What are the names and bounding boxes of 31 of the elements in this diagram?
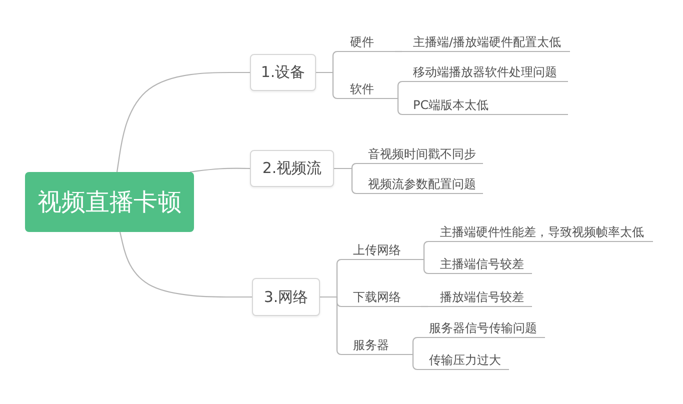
connector-line <box>395 50 402 52</box>
connector-line <box>394 98 403 116</box>
connector-line <box>409 354 418 370</box>
topic-box: 1.设备 <box>250 54 316 91</box>
subtopic-label: 硬件 <box>337 32 395 52</box>
connector-line <box>119 232 252 298</box>
connector-line <box>421 240 429 260</box>
connector-line <box>316 72 338 100</box>
connector-line <box>320 296 342 356</box>
subtopic-label: 视频流参数配置问题 <box>356 174 483 194</box>
connector-line <box>116 72 250 172</box>
subtopic-label: 音视频时间戳不同步 <box>356 144 483 164</box>
connector-line <box>421 258 429 274</box>
topic-box: 2.视频流 <box>250 150 334 187</box>
subtopic-label: 下载网络 <box>341 287 421 307</box>
connector-line <box>421 306 428 308</box>
subtopic-label: 播放端信号较差 <box>428 287 532 307</box>
subtopic-label: 服务器信号传输问题 <box>417 318 545 338</box>
connector-line <box>190 168 250 173</box>
subtopic-label: 上传网络 <box>341 240 421 260</box>
topic-box: 3.网络 <box>252 278 320 316</box>
subtopic-label: 软件 <box>337 79 394 99</box>
subtopic-label: 主播端/播放端硬件配置太低 <box>402 32 570 52</box>
central-topic-box: 视频直播卡顿 <box>25 172 194 232</box>
connector-line <box>334 168 357 194</box>
subtopic-label: 主播端硬件性能差，导致视频帧率太低 <box>428 222 653 242</box>
subtopic-label: 传输压力过大 <box>417 350 509 370</box>
subtopic-label: 移动端播放器软件处理问题 <box>402 62 568 82</box>
subtopic-label: 服务器 <box>341 335 409 355</box>
subtopic-label: 主播端信号较差 <box>428 254 532 274</box>
subtopic-label: PC端版本太低 <box>402 95 568 115</box>
